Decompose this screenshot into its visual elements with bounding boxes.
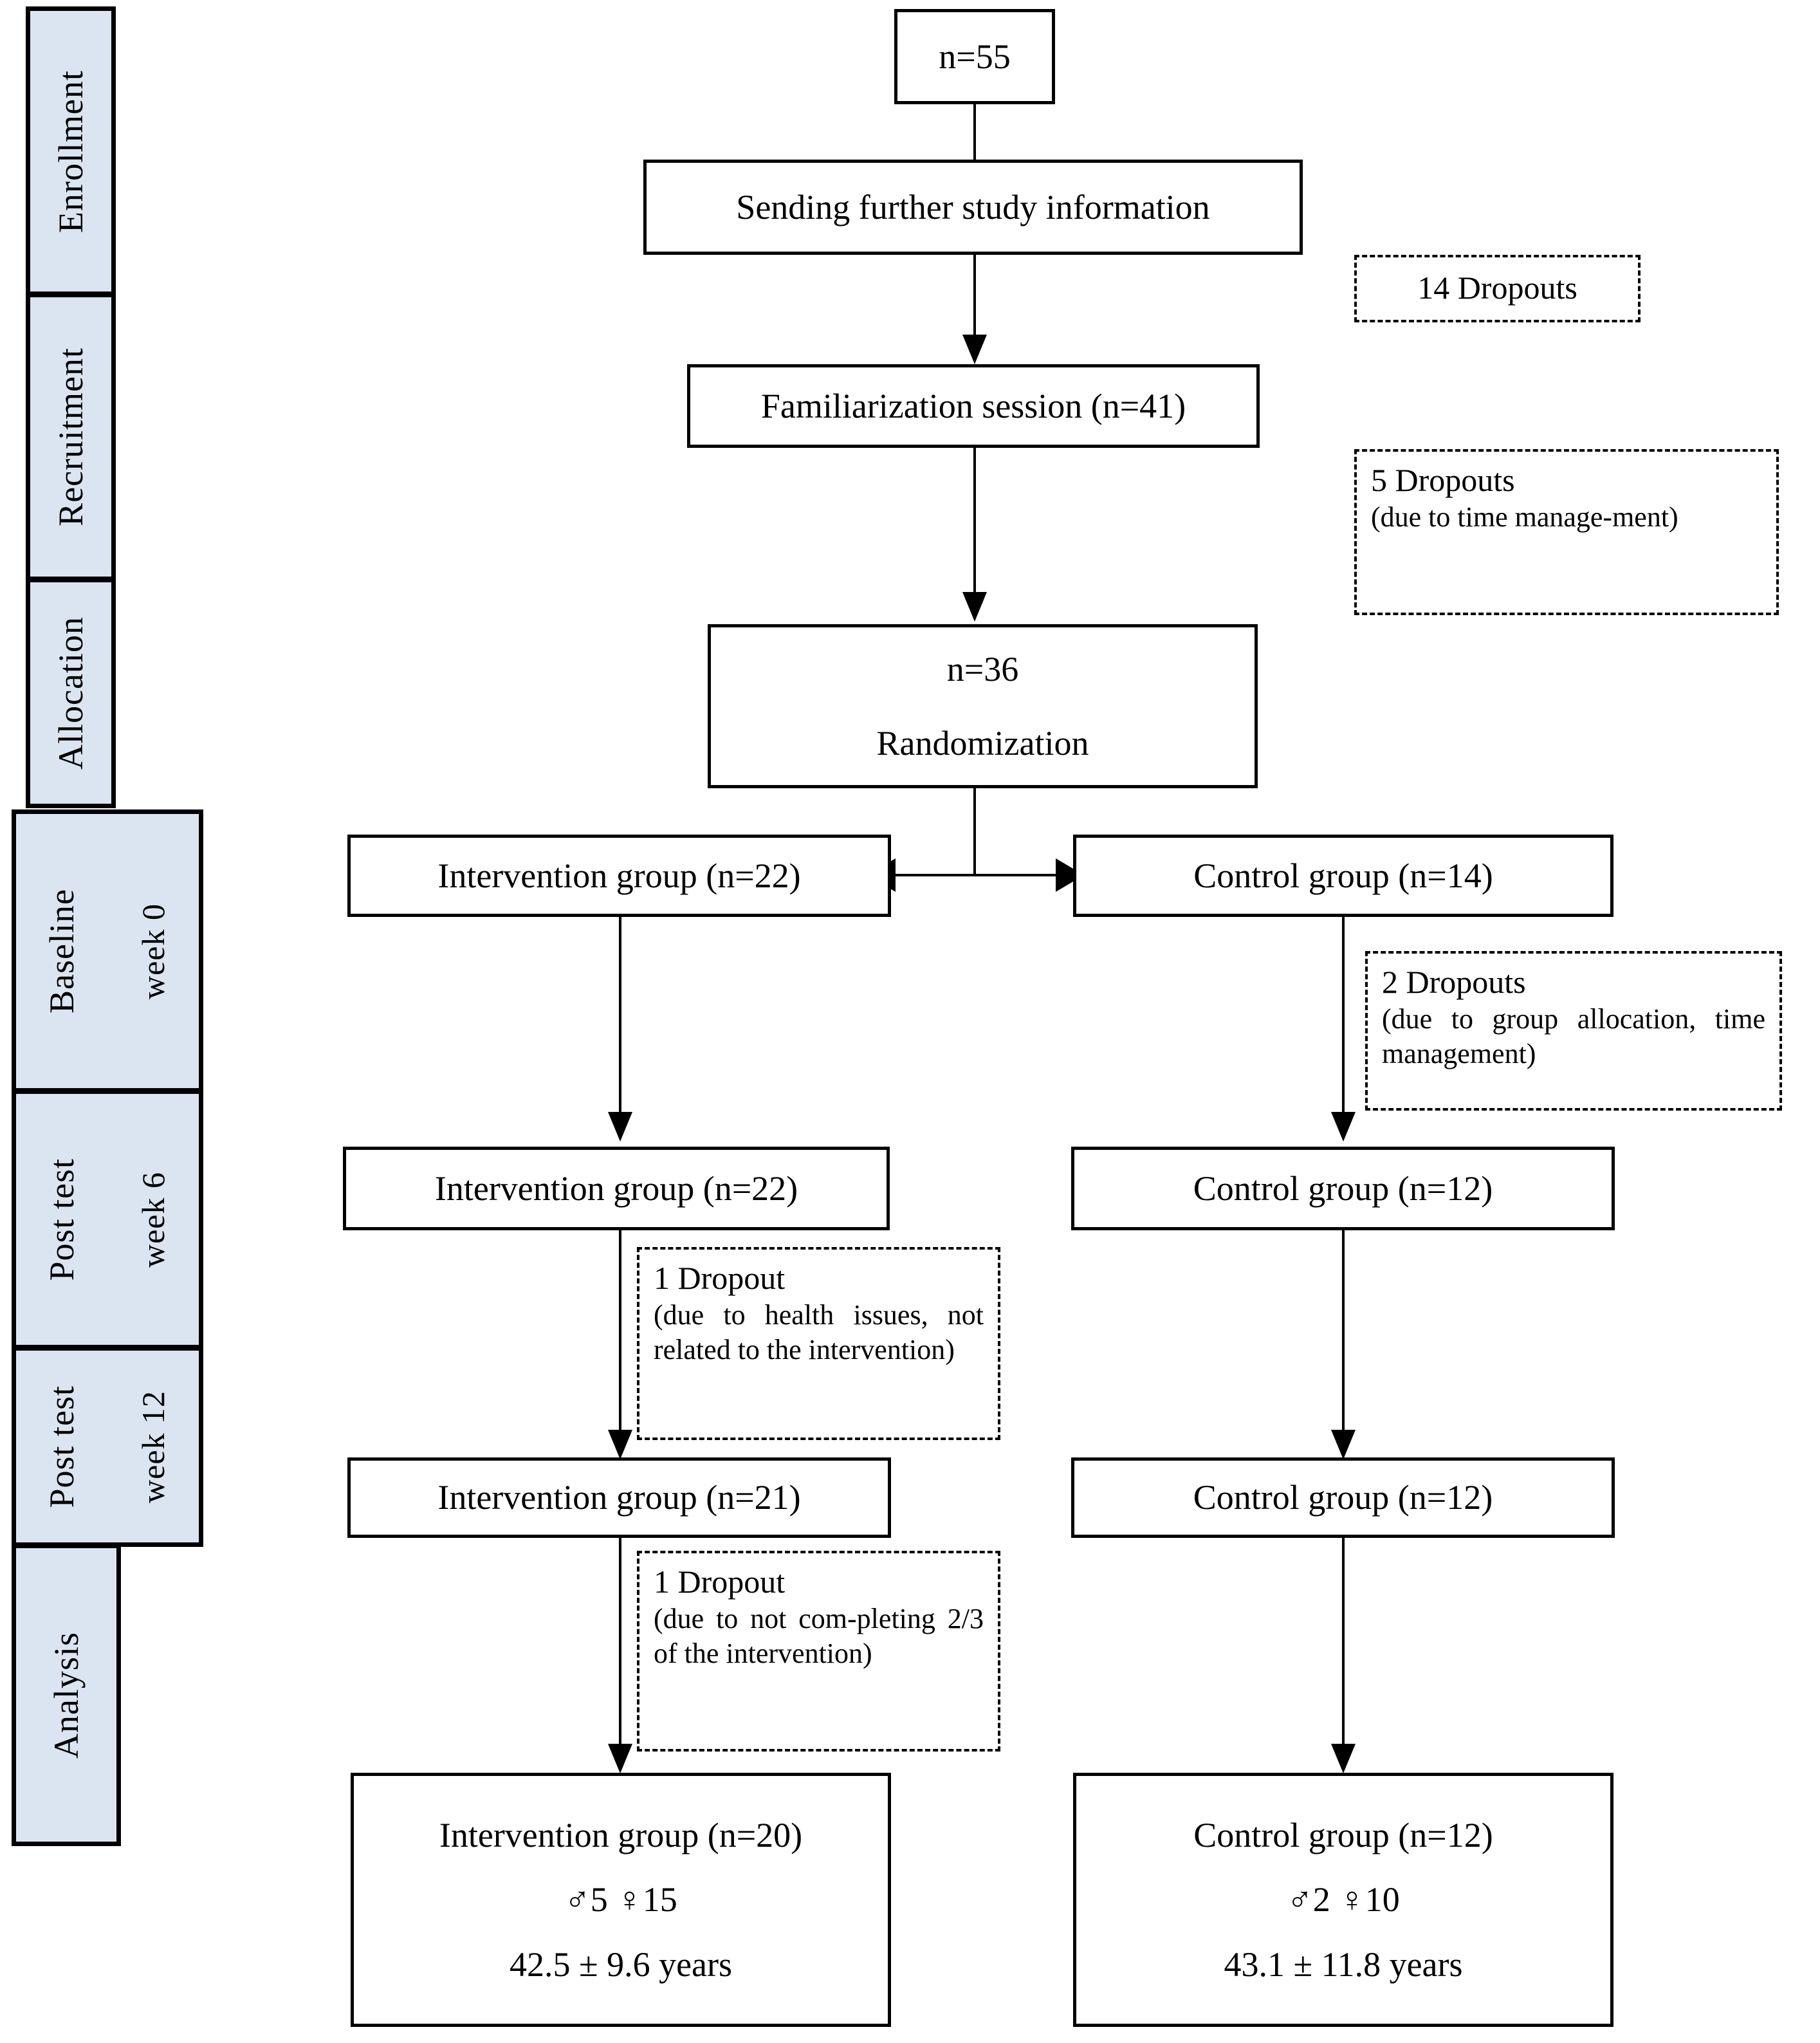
arrowhead-familiarization-to-randomization-icon [962,592,987,622]
dropout-2-head: 2 Dropouts [1382,964,1526,1000]
stage-week-posttest-week6: week 6 [135,1171,171,1268]
node-final-control-age: 43.1 ± 11.8 years [1224,1945,1463,1984]
stage-label-posttest12-wrap: Post test [16,1351,107,1542]
stage-cell-analysis: Analysis [12,1544,121,1846]
node-allocation-intervention-label: Intervention group (n=22) [437,856,801,895]
connector-allocation-bidirectional [891,874,1057,876]
connector-intervention-alloc-to-w6 [619,917,621,1123]
node-allocation-intervention: Intervention group (n=22) [347,835,891,917]
dropout-5-body: (due to time manage-ment) [1371,501,1678,533]
node-allocation-control-label: Control group (n=14) [1193,856,1493,895]
arrowhead-intervention-w12-to-final-icon [608,1744,632,1773]
stage-cell-baseline: Baseline week 0 [12,809,203,1093]
stage-label-posttest-week6: Post test [42,1158,81,1281]
node-week6-intervention-label: Intervention group (n=22) [434,1169,798,1208]
node-final-intervention-age: 42.5 ± 9.6 years [509,1945,733,1984]
node-sending-info-label: Sending further study information [736,187,1210,226]
node-final-control: Control group (n=12) ♂2 ♀10 43.1 ± 11.8 … [1073,1773,1613,2027]
arrowhead-sending-to-familiarization-icon [962,335,987,364]
connector-control-alloc-to-w6 [1342,917,1345,1123]
stage-label-baseline-wrap: Baseline [16,814,107,1088]
arrowhead-intervention-w6-to-w12-icon [608,1430,632,1459]
connector-control-w12-to-final [1342,1538,1345,1760]
node-familiarization: Familiarization session (n=41) [687,364,1260,448]
stage-week-posttest6-wrap: week 6 [107,1094,199,1345]
stage-label-posttest6-wrap: Post test [16,1094,107,1345]
node-familiarization-label: Familiarization session (n=41) [760,386,1186,425]
stage-cell-posttest-week6: Post test week 6 [12,1089,203,1349]
stage-week-posttest-week12: week 12 [135,1390,171,1503]
node-enrolled: n=55 [894,9,1055,104]
dropout-box-1-health: 1 Dropout (due to health issues, not rel… [637,1247,1000,1440]
stage-label-allocation: Allocation [51,616,90,770]
connector-randomization-stem [973,788,976,875]
stage-label-baseline: Baseline [42,889,81,1013]
node-final-control-title: Control group (n=12) [1193,1816,1493,1855]
stage-label-enrollment: Enrollment [51,69,90,233]
dropout-5-head: 5 Dropouts [1371,462,1515,498]
node-final-control-sex: ♂2 ♀10 [1287,1880,1400,1919]
dropout-2-body: (due to group allocation, time managemen… [1382,1003,1765,1069]
connector-sending-to-familiarization [973,255,976,345]
stage-cell-allocation: Allocation [26,578,116,808]
node-randomization: n=36 Randomization [708,624,1258,788]
arrowhead-control-alloc-to-w6-icon [1331,1112,1356,1142]
connector-control-w6-to-w12 [1342,1230,1345,1446]
arrowhead-control-w12-to-final-icon [1331,1744,1356,1773]
node-week12-control-label: Control group (n=12) [1193,1478,1493,1517]
dropout-1-health-head: 1 Dropout [654,1260,786,1296]
node-week12-intervention-label: Intervention group (n=21) [437,1478,801,1517]
stage-cell-posttest-week12: Post test week 12 [12,1346,203,1547]
node-enrolled-label: n=55 [939,37,1011,76]
stage-cell-recruitment: Recruitment [26,293,116,581]
dropout-box-2: 2 Dropouts (due to group allocation, tim… [1365,951,1782,1111]
node-randomization-label: Randomization [876,723,1089,763]
node-final-intervention-title: Intervention group (n=20) [439,1816,803,1855]
dropout-14-head: 14 Dropouts [1417,270,1577,306]
node-randomization-n: n=36 [946,650,1019,689]
connector-familiarization-to-randomization [973,448,976,602]
dropout-box-14: 14 Dropouts [1354,255,1641,322]
stage-week-posttest12-wrap: week 12 [107,1351,199,1542]
node-final-intervention: Intervention group (n=20) ♂5 ♀15 42.5 ± … [351,1773,891,2027]
connector-intervention-w6-to-w12 [619,1230,621,1446]
dropout-box-5: 5 Dropouts (due to time manage-ment) [1354,449,1779,615]
arrowhead-control-w6-to-w12-icon [1331,1430,1356,1459]
node-allocation-control: Control group (n=14) [1073,835,1613,917]
node-week6-control: Control group (n=12) [1071,1147,1615,1230]
arrowhead-intervention-alloc-to-w6-icon [608,1112,632,1142]
stage-week-baseline-wrap: week 0 [107,814,199,1088]
dropout-box-1-compliance: 1 Dropout (due to not com-pleting 2/3 of… [637,1551,1000,1752]
dropout-1-health-body: (due to health issues, not related to th… [654,1299,984,1365]
connector-enrolled-to-sending [973,104,976,161]
node-week6-intervention: Intervention group (n=22) [343,1147,890,1230]
stage-label-recruitment: Recruitment [51,347,90,526]
dropout-1-compliance-head: 1 Dropout [654,1564,786,1600]
stage-week-baseline: week 0 [135,903,171,999]
node-week12-control: Control group (n=12) [1071,1457,1615,1538]
dropout-1-compliance-body: (due to not com-pleting 2/3 of the inter… [654,1603,984,1669]
connector-intervention-w12-to-final [619,1538,621,1760]
node-week12-intervention: Intervention group (n=21) [347,1457,891,1538]
node-week6-control-label: Control group (n=12) [1193,1169,1493,1208]
stage-label-posttest-week12: Post test [42,1385,81,1508]
stage-label-analysis: Analysis [47,1631,86,1759]
node-final-intervention-sex: ♂5 ♀15 [564,1880,677,1919]
stage-cell-enrollment: Enrollment [26,6,116,296]
node-sending-info: Sending further study information [643,160,1303,255]
